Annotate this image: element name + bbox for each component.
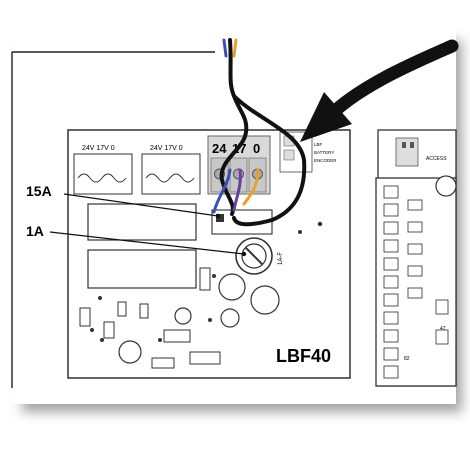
side-label-lbf: LBF bbox=[314, 142, 323, 147]
orange-wire-terminal bbox=[242, 168, 260, 206]
board-title: LBF40 bbox=[276, 346, 331, 366]
right-terminal-strip bbox=[383, 185, 399, 379]
side-label-battery: BATTERY bbox=[314, 150, 334, 155]
right-board-number-82: 82 bbox=[404, 356, 410, 362]
fuse-15a-contact bbox=[216, 214, 224, 222]
right-small-components bbox=[407, 199, 449, 345]
side-label-encoder: ENCODER bbox=[314, 158, 337, 163]
relay-upper bbox=[87, 203, 197, 241]
black-wire-main bbox=[219, 38, 249, 216]
callout-label-15a: 15A bbox=[26, 183, 52, 199]
arrow-icon bbox=[300, 39, 459, 142]
purple-wire-terminal bbox=[232, 168, 242, 212]
fuse-1a: 1A-F bbox=[235, 237, 284, 275]
misc-components bbox=[79, 267, 221, 369]
callout-leaders bbox=[49, 193, 245, 255]
blue-wire-terminal bbox=[212, 168, 232, 214]
relay-lower bbox=[87, 249, 197, 289]
fuse-1a-tag: 1A-F bbox=[278, 252, 284, 265]
callout-dot-1a bbox=[241, 251, 247, 257]
right-control-board: ACCESS 47 82 bbox=[375, 129, 457, 387]
pads bbox=[90, 221, 323, 342]
terminal-label-0: 0 bbox=[253, 141, 260, 156]
callout-dot-15a bbox=[215, 213, 221, 219]
right-board-label: ACCESS bbox=[426, 156, 447, 162]
terminal-label-24: 24 bbox=[212, 141, 227, 156]
transformer-output-2: 24V 17V 0 bbox=[141, 145, 201, 195]
transformer-output-1: 24V 17V 0 bbox=[73, 145, 133, 195]
wires bbox=[212, 38, 307, 227]
lbf40-board: 24V 17V 0 24V 17V 0 24 17 0 LBF BATT bbox=[67, 129, 351, 379]
blue-wire-top bbox=[222, 38, 228, 58]
orange-wire-top bbox=[232, 38, 238, 58]
black-wire-loop bbox=[232, 94, 307, 227]
right-board-number-47: 47 bbox=[440, 326, 446, 332]
transformer-voltages-2: 24V 17V 0 bbox=[150, 145, 183, 152]
transformer-voltages-1: 24V 17V 0 bbox=[82, 145, 115, 152]
manual-frame bbox=[11, 51, 215, 388]
capacitors bbox=[118, 273, 280, 364]
callout-label-1a: 1A bbox=[26, 223, 44, 239]
